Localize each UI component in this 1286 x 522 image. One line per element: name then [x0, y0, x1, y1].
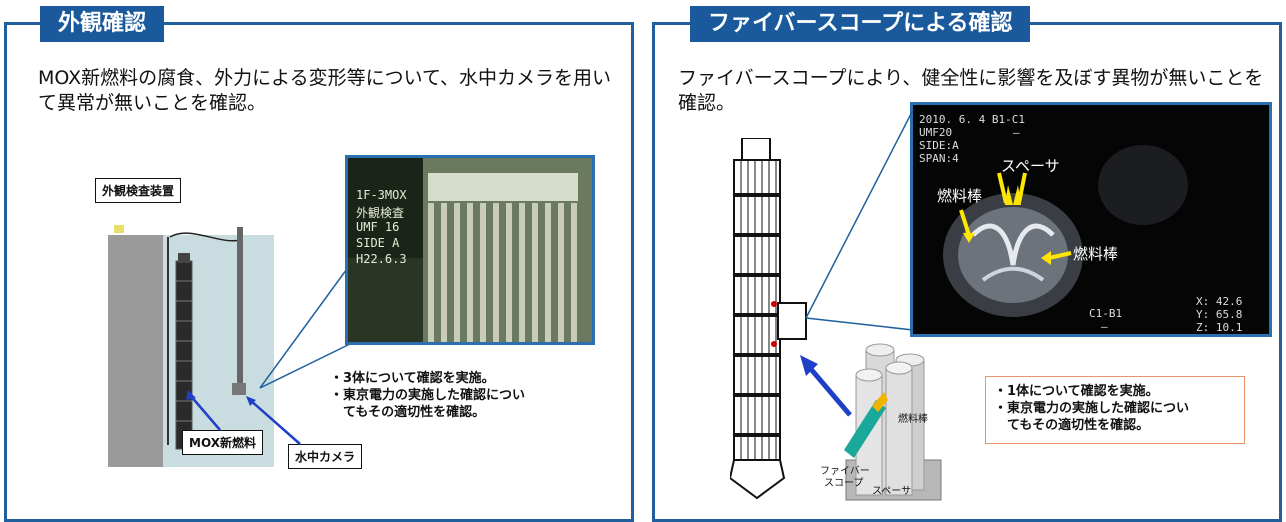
diagram-spacer-label: スペーサ [872, 486, 912, 497]
fiberscope-description: ファイバースコープにより、健全性に影響を及ぼす異物が無いことを確認。 [678, 67, 1264, 114]
left-bullet-1: ・3体について確認を実施。 [330, 371, 495, 386]
right-bullet-3: てもその適切性を確認。 [994, 418, 1150, 433]
scope-line-3: SIDE:A [919, 139, 959, 152]
photo-overlay-line-3: UMF 16 [356, 220, 400, 234]
diagram-scope-label: スコープ [824, 478, 864, 489]
mox-fuel-callout: MOX新燃料 [182, 430, 263, 455]
appearance-description: MOX新燃料の腐食、外力による変形等について、水中カメラを用いて異常が無いことを… [38, 67, 612, 114]
right-note-box: ・1体について確認を実施。 ・東京電力の実施した確認につい てもその適切性を確認… [985, 376, 1245, 444]
diagram-fuel-rod-label: 燃料棒 [898, 414, 928, 425]
photo-overlay-line-5: H22.6.3 [356, 252, 407, 266]
underwater-camera-callout: 水中カメラ [288, 444, 363, 469]
spacer-label: スペーサ [1001, 157, 1060, 175]
fuel-assembly-drawing [730, 138, 807, 500]
scope-coord-id: C1-B1 [1089, 307, 1123, 320]
photo-overlay-line-1: 1F-3MOX [356, 188, 407, 202]
left-bullet-2: ・東京電力の実施した確認につい [330, 388, 526, 403]
scope-x-value: X: 42.6 [1196, 295, 1243, 308]
fiberscope-image: 2010. 6. 4 B1-C1 UMF20 SIDE:A SPAN:4 – C… [910, 102, 1272, 337]
scope-y-value: Y: 65.8 [1196, 308, 1243, 321]
rod-spacer-diagram [844, 343, 942, 501]
photo-overlay-line-2: 外観検査 [356, 206, 405, 220]
left-bullet-list: ・3体について確認を実施。 ・東京電力の実施した確認につい てもその適切性を確認… [330, 370, 525, 421]
diagram-fiber-label: ファイバー [820, 466, 870, 477]
appearance-check-title: 外観確認 [40, 6, 165, 42]
fuel-rod-label-2: 燃料棒 [1073, 245, 1119, 263]
left-bullet-3: てもその適切性を確認。 [330, 405, 486, 420]
device-label: 外観検査装置 [95, 178, 182, 203]
right-connectors [800, 109, 914, 417]
pool-inspection-diagram [108, 225, 274, 467]
fiberscope-check-title: ファイバースコープによる確認 [690, 6, 1031, 42]
scope-dash-1: – [1013, 126, 1020, 139]
right-bullet-2: ・東京電力の実施した確認につい [994, 401, 1190, 416]
scope-z-value: Z: 10.1 [1196, 321, 1243, 334]
scope-line-2: UMF20 [919, 126, 953, 139]
photo-overlay-line-4: SIDE A [356, 236, 400, 250]
scope-line-1: 2010. 6. 4 B1-C1 [919, 113, 1025, 126]
left-connectors [186, 261, 353, 445]
right-bullet-1: ・1体について確認を実施。 [994, 384, 1159, 399]
camera-photo: 1F-3MOX 外観検査 UMF 16 SIDE A H22.6.3 [345, 155, 595, 345]
scope-line-4: SPAN:4 [919, 152, 959, 165]
fuel-rod-label-1: 燃料棒 [937, 187, 983, 205]
scope-dash-2: – [1101, 320, 1108, 333]
